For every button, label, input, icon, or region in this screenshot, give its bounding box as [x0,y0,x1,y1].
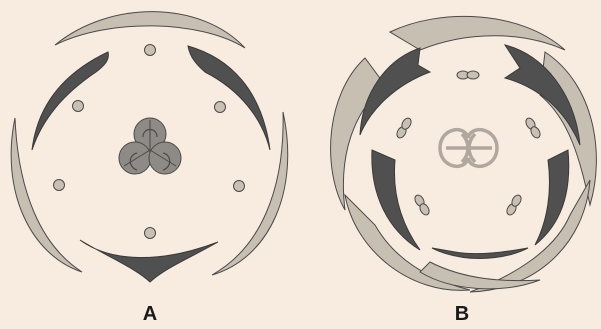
panel-b-inner-segment-bottom [432,248,528,259]
panel-a-stamen-lower-right [234,181,245,192]
panel-b-outer-segment-lower-right [470,180,590,292]
panel-a-stamen-upper-right [215,102,226,113]
panel-a-outer-segment-right [212,112,288,275]
panel-a-label: A [130,303,170,326]
panel-a-stamen-bottom [145,228,156,239]
panel-b-stamen-top [457,71,479,79]
panel-a-inner-segment-upper-left [32,52,108,150]
panel-a-diagram [11,12,288,282]
panel-a-ovary [119,118,181,174]
panel-a-inner-segment-bottom [80,240,218,282]
panel-b-diagram [331,16,597,292]
panel-b-outer-segment-top [390,16,565,50]
panel-b-stamen-upper-right [524,116,542,139]
panel-a-stamen-lower-left [54,180,65,191]
panel-b-stamen-upper-left [395,116,413,139]
panel-b-ovary [440,130,497,167]
panel-b-outer-whorl [331,16,597,292]
panel-a-stamen-upper-left [73,101,84,112]
panel-a-inner-segment-upper-right [188,46,270,150]
panel-a-stamen-top [145,45,156,56]
panel-b-stamen-lower-right [505,193,523,216]
panel-a-outer-segment-top [55,12,245,48]
panel-b-label: B [442,303,482,326]
panel-a-outer-segment-left [11,118,82,272]
panel-b-stamen-lower-left [413,193,431,216]
